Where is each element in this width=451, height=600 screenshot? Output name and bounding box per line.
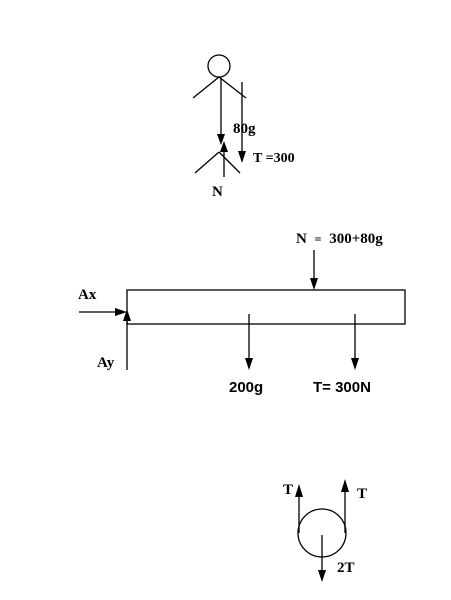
beam-normal-label-eq: = xyxy=(315,232,322,246)
beam-tension-arrow xyxy=(351,314,359,370)
beam-tension-label: T= 300N xyxy=(313,379,371,396)
pulley-down-label: 2T xyxy=(337,560,355,576)
pulley-right-label: T xyxy=(357,486,367,502)
beam-normal-arrow xyxy=(310,250,318,290)
person-left-leg xyxy=(194,151,220,174)
person-left-arm xyxy=(192,76,220,99)
beam-ay-arrow xyxy=(123,309,131,370)
person-right-leg xyxy=(218,151,241,174)
pulley-support-arrow xyxy=(318,535,326,582)
beam-diagram: N = 300+80g Ax Ay 200g T= 300N xyxy=(78,231,406,396)
beam-weight-arrow xyxy=(245,314,253,370)
person-tension-arrow xyxy=(238,82,246,163)
beam-normal-label-value: 300+80g xyxy=(329,231,383,247)
person-tension-label: T =300 xyxy=(253,151,295,166)
pulley-left-label: T xyxy=(283,482,293,498)
beam-normal-label-n: N xyxy=(296,231,307,247)
person-normal-arrow xyxy=(220,141,228,177)
pulley-diagram: T T 2T xyxy=(283,479,367,582)
pulley-left-tension-arrow xyxy=(295,484,303,533)
beam-ax-label: Ax xyxy=(78,287,97,303)
pulley-right-tension-arrow xyxy=(341,479,349,533)
beam-weight-label: 200g xyxy=(229,379,263,396)
person-weight-label: 80g xyxy=(233,121,256,137)
person-head xyxy=(207,54,231,78)
beam-ay-label: Ay xyxy=(97,355,115,371)
person-normal-label: N xyxy=(212,184,223,200)
person-figure: 80g T =300 N xyxy=(192,54,295,200)
person-weight-arrow xyxy=(217,78,225,145)
svg-text:N = 300+80g: N = 300+80g xyxy=(296,231,383,247)
beam-ax-arrow xyxy=(79,308,127,316)
beam-body xyxy=(126,289,406,325)
